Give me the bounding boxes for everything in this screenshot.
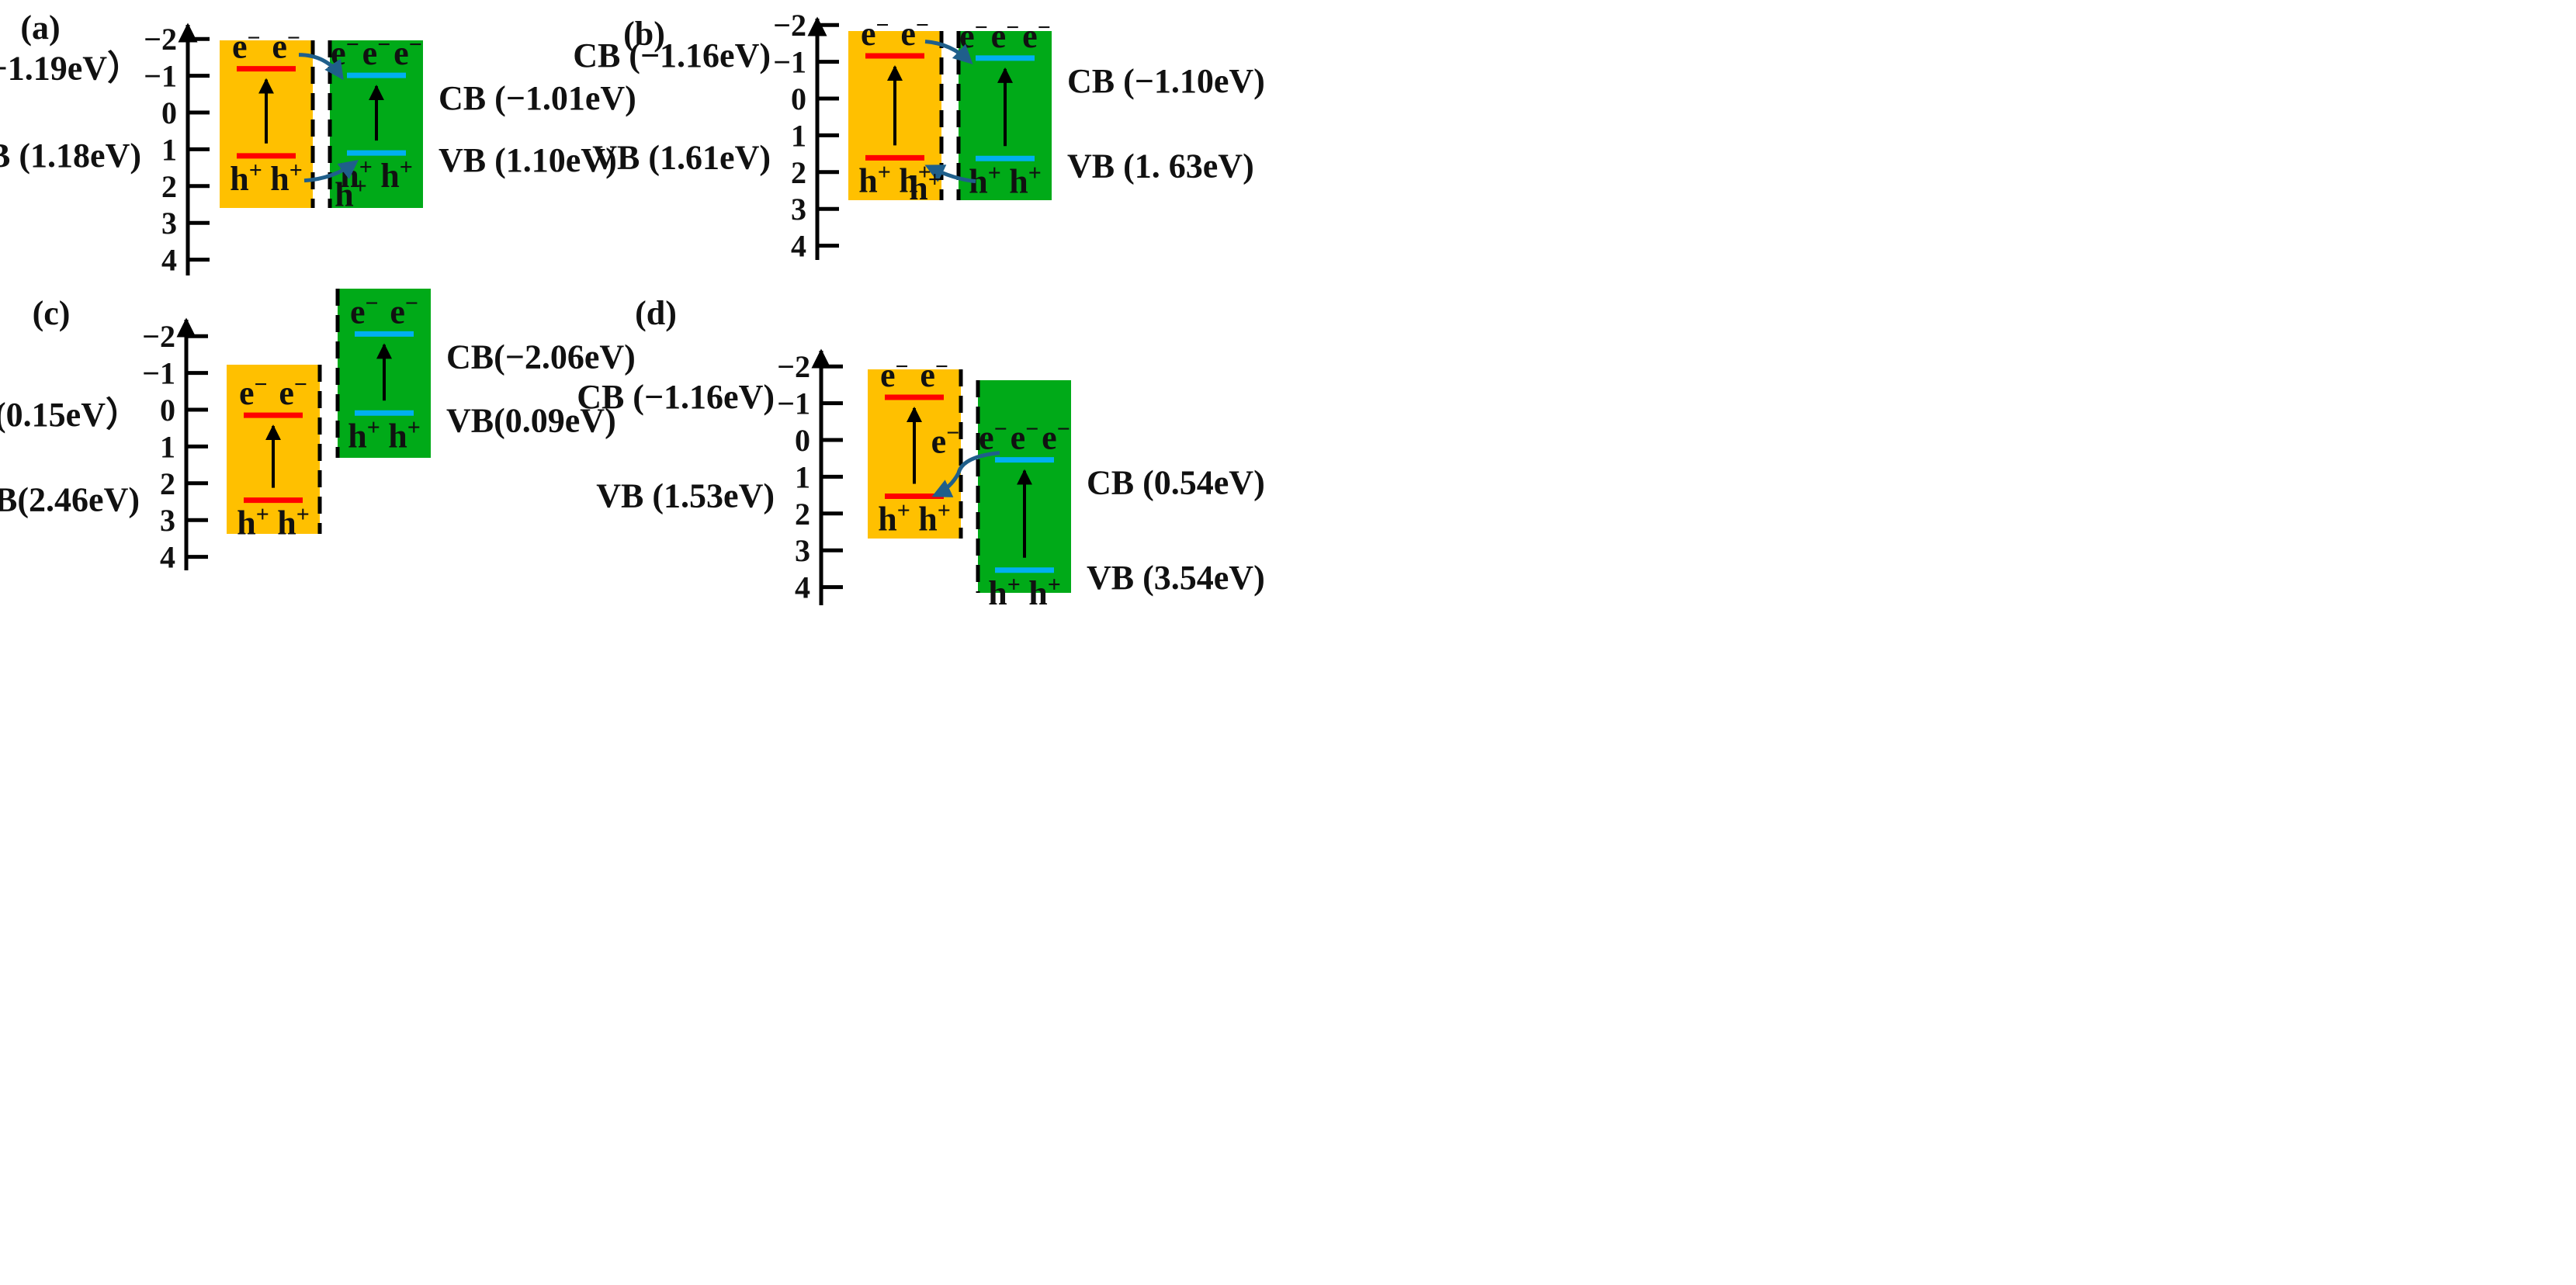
left-vb-label: VB (1.61eV) xyxy=(592,138,771,176)
hole-label: h+ xyxy=(1028,572,1061,612)
electron-label: e− xyxy=(1011,417,1039,457)
axis-tick-label: 4 xyxy=(795,570,810,605)
electron-label: e− xyxy=(239,372,268,412)
axis-tick-label: 2 xyxy=(161,169,177,204)
axis-tick-label: 1 xyxy=(161,132,177,167)
hole-label: h+ xyxy=(1009,160,1042,200)
axis-tick-label: 0 xyxy=(161,95,177,130)
axis-tick-label: 3 xyxy=(161,206,177,241)
left-cb-label: CB (−1.16eV) xyxy=(577,378,775,416)
hole-label: h+ xyxy=(335,174,367,214)
electron-label: e− xyxy=(272,26,300,66)
right-cb-label: CB (−1.10eV) xyxy=(1067,62,1265,100)
right-cb-label: CB(−2.06eV) xyxy=(446,338,636,376)
hole-label: h+ xyxy=(230,158,262,198)
hole-transfer-arrow xyxy=(924,165,976,184)
axis-tick-label: 3 xyxy=(160,503,175,538)
electron-label: e− xyxy=(931,420,960,460)
electron-label: e− xyxy=(279,372,307,412)
left-vb-label: VB(2.46eV) xyxy=(0,481,140,519)
axis-tick-label: 4 xyxy=(161,243,177,278)
electron-label: e− xyxy=(900,12,929,53)
electron-label: e− xyxy=(979,417,1007,457)
axis-tick-label: −2 xyxy=(144,22,177,57)
right-vb-label: VB (1.10eV) xyxy=(439,141,617,179)
hole-label: h+ xyxy=(878,498,910,539)
hole-transfer-arrow xyxy=(303,159,359,183)
axis-tick-label: 4 xyxy=(160,540,175,575)
electron-label: e− xyxy=(861,12,889,53)
hole-label: h+ xyxy=(237,502,269,542)
hole-label: h+ xyxy=(348,414,380,455)
right-cb-label: CB (0.54eV) xyxy=(1087,464,1265,502)
panel-c: (c)−2−101234e−e−h+h+CB(0.15eV）VB(2.46eV)… xyxy=(0,289,636,575)
hole-label: h+ xyxy=(277,502,310,542)
axis-tick-label: 2 xyxy=(791,155,806,190)
left-cb-label: CB (−1.19eV） xyxy=(0,50,141,88)
axis-tick-label: 1 xyxy=(160,429,175,464)
axis-tick-label: −1 xyxy=(777,386,810,421)
electron-label: e− xyxy=(991,15,1020,55)
axis-tick-label: −1 xyxy=(142,356,175,391)
axis-tick-label: 0 xyxy=(160,393,175,428)
hole-label: h+ xyxy=(388,414,421,455)
electron-transfer-arrow xyxy=(298,53,344,81)
panel-label: (d) xyxy=(635,294,677,332)
right-vb-label: VB (3.54eV) xyxy=(1087,559,1265,597)
left-vb-label: VB (1.18eV) xyxy=(0,137,141,175)
hole-label: h+ xyxy=(909,167,941,207)
axis-tick-label: 3 xyxy=(795,533,810,568)
left-cb-label: CB (−1.16eV) xyxy=(573,36,771,74)
axis-tick-label: −2 xyxy=(777,349,810,384)
right-cb-label: CB (−1.01eV) xyxy=(439,79,636,117)
axis-tick-label: −1 xyxy=(144,59,177,94)
hole-label: h+ xyxy=(969,160,1001,200)
electron-label: e− xyxy=(1042,417,1070,457)
panel-label: (b) xyxy=(623,15,665,53)
panel-label: (a) xyxy=(20,9,60,47)
axis-tick-label: 4 xyxy=(791,229,806,264)
electron-transfer-arrow xyxy=(924,40,973,65)
left-vb-label: VB (1.53eV) xyxy=(596,477,775,515)
axis-tick-label: 3 xyxy=(791,192,806,227)
electron-label: e− xyxy=(390,290,418,331)
axis-tick-label: −2 xyxy=(142,319,175,354)
electron-label: e− xyxy=(880,354,909,394)
hole-label: h+ xyxy=(988,572,1021,612)
axis-tick-label: 0 xyxy=(795,423,810,458)
hole-label: h+ xyxy=(380,154,413,195)
axis-tick-label: 1 xyxy=(791,118,806,153)
electron-label: e− xyxy=(362,32,391,72)
electron-label: e− xyxy=(1022,15,1051,55)
electron-transfer-arrow xyxy=(931,451,1000,497)
hole-label: h+ xyxy=(918,498,951,539)
electron-label: e− xyxy=(232,26,261,66)
electron-label: e− xyxy=(350,290,379,331)
axis-tick-label: 2 xyxy=(160,466,175,501)
right-vb-label: VB(0.09eV) xyxy=(446,401,616,439)
axis-tick-label: 0 xyxy=(791,81,806,116)
electron-label: e− xyxy=(394,32,422,72)
right-vb-label: VB (1. 63eV) xyxy=(1067,147,1254,185)
axis-tick-label: −2 xyxy=(773,8,806,43)
axis-tick-label: 2 xyxy=(795,497,810,532)
left-cb-label: CB(0.15eV） xyxy=(0,396,140,434)
panel-label: (c) xyxy=(33,294,71,332)
axis-tick-label: 1 xyxy=(795,459,810,494)
electron-label: e− xyxy=(920,354,948,394)
hole-label: h+ xyxy=(270,158,303,198)
hole-label: h+ xyxy=(858,159,891,199)
axis-tick-label: −1 xyxy=(773,45,806,80)
